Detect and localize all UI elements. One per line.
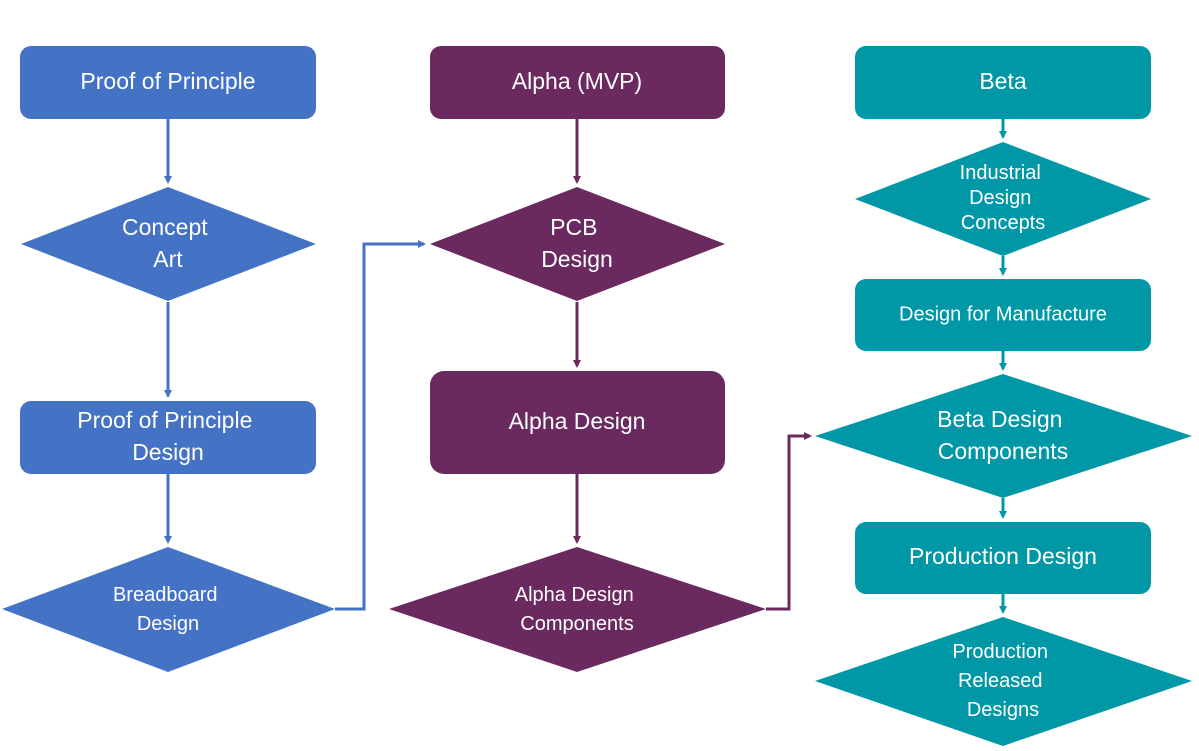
design-for-manufacture-label: Design for Manufacture: [899, 303, 1107, 325]
proof-header-node: Proof of Principle: [20, 46, 316, 119]
beta-header-node: Beta: [855, 46, 1151, 119]
arrow-breadboard-to-pcb-design: [335, 240, 426, 611]
beta-design-components-label: Beta Design Components: [937, 406, 1069, 464]
production-design-label: Production Design: [909, 543, 1097, 569]
alpha-design-node: Alpha Design: [430, 371, 725, 474]
concept-art-label: Concept Art: [122, 214, 214, 272]
breadboard-design-label: Breadboard Design: [113, 584, 223, 635]
proof-of-principle-design-label: Proof of Principle Design: [77, 407, 259, 465]
concept-art-node: Concept Art: [21, 187, 316, 301]
proof-connectors: [164, 119, 426, 611]
production-released-designs-label: Production Released Designs: [952, 641, 1053, 721]
pcb-design-label: PCB Design: [541, 214, 613, 272]
alpha-connectors: [573, 119, 812, 611]
alpha-header-node: Alpha (MVP): [430, 46, 725, 119]
alpha-design-label: Alpha Design: [509, 408, 646, 434]
pcb-design-node: PCB Design: [430, 187, 725, 301]
proof-header-label: Proof of Principle: [80, 68, 255, 94]
industrial-design-concepts-node: Industrial Design Concepts: [855, 142, 1151, 256]
design-for-manufacture-node: Design for Manufacture: [855, 279, 1151, 351]
alpha-design-components-label: Alpha Design Components: [515, 584, 640, 635]
arrow-alpha-components-to-beta-components: [766, 432, 812, 611]
beta-design-components-node: Beta Design Components: [815, 374, 1192, 498]
alpha-design-components-node: Alpha Design Components: [389, 547, 766, 672]
production-design-node: Production Design: [855, 522, 1151, 594]
proof-of-principle-design-node: Proof of Principle Design: [20, 401, 316, 474]
production-released-designs-node: Production Released Designs: [815, 617, 1192, 746]
breadboard-design-node: Breadboard Design: [2, 547, 335, 672]
alpha-header-label: Alpha (MVP): [512, 68, 642, 94]
industrial-design-concepts-label: Industrial Design Concepts: [960, 162, 1047, 234]
beta-header-label: Beta: [979, 68, 1027, 94]
